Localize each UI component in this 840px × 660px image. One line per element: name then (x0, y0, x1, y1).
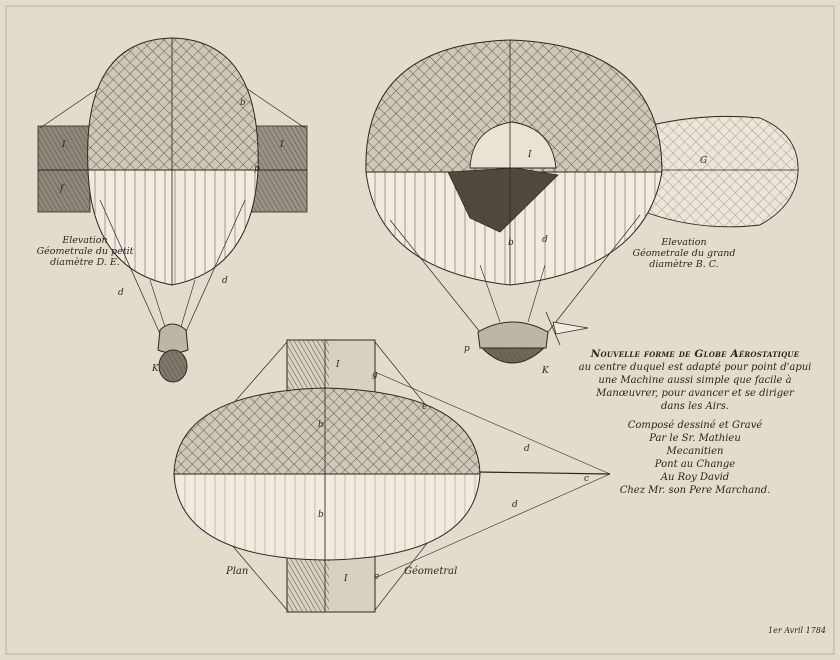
plan-caption: Plan (226, 566, 249, 577)
caption-line: Géometrale du petit (36, 245, 134, 257)
caption-line: Elevation (661, 237, 707, 248)
letter-d: d (118, 288, 124, 298)
letter-d: d (512, 500, 518, 510)
letter-i: I (280, 140, 284, 150)
right-balloon (365, 39, 799, 364)
letter-p: p (254, 164, 260, 174)
plan-view (173, 339, 611, 613)
left-balloon (37, 37, 308, 383)
title-line: dans les Airs. (660, 401, 730, 412)
title-line: Nouvelle forme de Globe Aérostatique (590, 348, 800, 360)
caption-line: diamètre D. E. (50, 256, 120, 268)
geometral-caption: Géometral (404, 566, 458, 577)
letter-g: g (372, 370, 378, 380)
letter-G: G (700, 156, 708, 166)
letter-k: K (152, 364, 159, 374)
left-elevation-caption: Elevation Géometrale du petit diamètre D… (30, 235, 140, 269)
letter-i: I (336, 360, 340, 370)
title-line: Manœuvrer, pour avancer et se diriger (596, 388, 794, 399)
credit-line: Par le Sr. Mathieu (649, 433, 741, 444)
letter-e: e (374, 572, 380, 582)
letter-i: I (62, 140, 66, 150)
credit-line: Pont au Change (654, 459, 736, 470)
caption-line: Géometrale du grand (632, 247, 736, 259)
letter-c: c (584, 474, 590, 484)
caption-line: Elevation (62, 235, 108, 246)
letter-b: b (318, 510, 324, 520)
letter-i: I (528, 150, 532, 160)
letter-k: K (542, 366, 549, 376)
letter-d: d (524, 444, 530, 454)
credit-line: Composé dessiné et Gravé (627, 420, 763, 431)
letter-b: b (318, 420, 324, 430)
credit-line: Chez Mr. son Pere Marchand. (619, 485, 771, 496)
letter-p: p (464, 344, 470, 354)
letter-i: I (344, 574, 348, 584)
date-inscription: 1er Avril 1784 (768, 626, 827, 635)
credit-line: Au Roy David (660, 472, 730, 483)
letter-d: d (542, 235, 548, 245)
right-elevation-caption: Elevation Géometrale du grand diamètre B… (624, 237, 744, 271)
caption-line: diamètre B. C. (649, 258, 719, 270)
letter-b: b (508, 238, 514, 248)
title-line: une Machine aussi simple que facile à (598, 375, 792, 386)
title-block: Nouvelle forme de Globe Aérostatique au … (560, 348, 830, 497)
letter-e: e (422, 402, 428, 412)
title-line: au centre duquel est adapté pour point d… (578, 362, 812, 373)
letter-d: d (222, 276, 228, 286)
credit-line: Mecanitien (666, 446, 724, 457)
letter-f: f (60, 184, 64, 194)
letter-b: b (240, 98, 246, 108)
plate-border (5, 5, 835, 655)
